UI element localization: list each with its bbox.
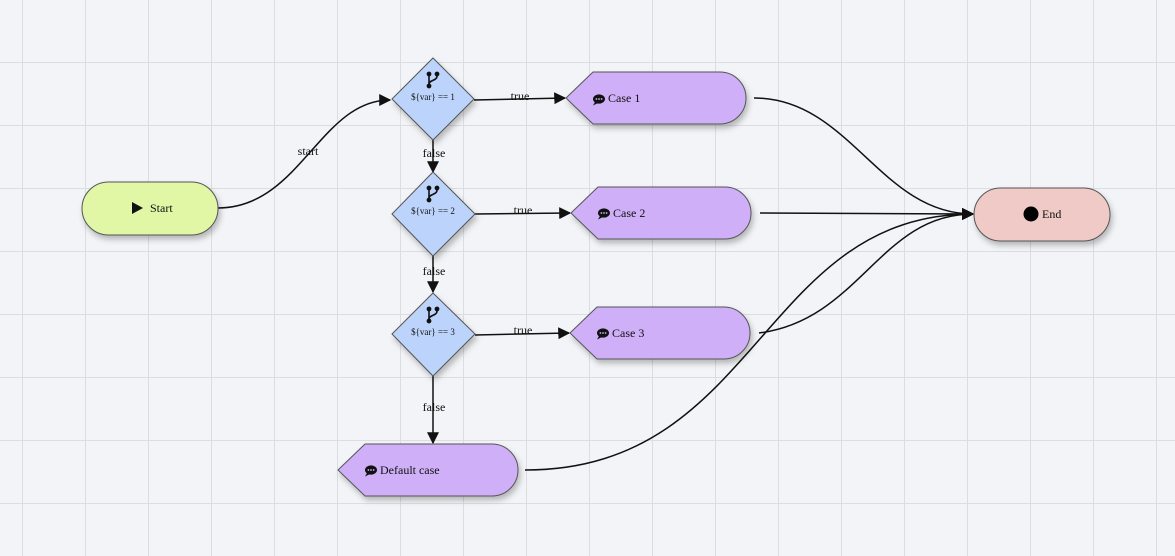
case-2-node[interactable]: Case 2 bbox=[570, 186, 752, 240]
edge-label-false-1: false bbox=[423, 146, 446, 160]
stop-dot-icon bbox=[1023, 206, 1039, 222]
condition-2-label: ${var} == 2 bbox=[411, 206, 455, 216]
condition-3-label: ${var} == 3 bbox=[411, 327, 455, 337]
edge-label-true-3: true bbox=[514, 323, 533, 337]
condition-node-3[interactable]: ${var} == 3 bbox=[391, 292, 476, 377]
edge-case3-to-end[interactable] bbox=[758, 208, 975, 334]
chat-bubble-icon bbox=[365, 465, 377, 477]
chat-bubble-icon bbox=[597, 328, 609, 340]
edge-label-false-3: false bbox=[423, 400, 446, 414]
edge-cond1-to-case1[interactable] bbox=[473, 92, 567, 105]
condition-1-label: ${var} == 1 bbox=[411, 92, 455, 102]
edge-label-true-2: true bbox=[514, 203, 533, 217]
default-case-label: Default case bbox=[380, 463, 440, 477]
end-node-label: End bbox=[1042, 207, 1061, 221]
branch-icon bbox=[426, 71, 440, 89]
edge-cond2-to-case2[interactable] bbox=[474, 207, 572, 220]
edge-case2-to-end[interactable] bbox=[759, 207, 975, 220]
case-3-label: Case 3 bbox=[612, 326, 644, 340]
edge-case1-to-end[interactable] bbox=[753, 97, 975, 220]
edge-default-to-end[interactable] bbox=[524, 208, 975, 471]
case-3-node[interactable]: Case 3 bbox=[569, 306, 751, 360]
edges-layer bbox=[217, 92, 975, 471]
edge-start-to-cond1[interactable] bbox=[217, 94, 392, 209]
default-case-node[interactable]: Default case bbox=[337, 443, 519, 497]
condition-node-1[interactable]: ${var} == 1 bbox=[391, 57, 475, 141]
edge-label-false-2: false bbox=[423, 264, 446, 278]
chat-bubble-icon bbox=[593, 94, 605, 106]
condition-node-2[interactable]: ${var} == 2 bbox=[391, 171, 476, 257]
play-icon bbox=[132, 202, 143, 214]
start-node-label: Start bbox=[150, 201, 173, 215]
edge-label-true-1: true bbox=[511, 89, 530, 103]
case-1-node[interactable]: Case 1 bbox=[565, 71, 747, 125]
edge-labels-layer: start true false true false true false bbox=[298, 89, 533, 414]
case-1-label: Case 1 bbox=[608, 91, 640, 105]
branch-icon bbox=[426, 306, 440, 324]
edge-label-start: start bbox=[298, 144, 319, 158]
chat-bubble-icon bbox=[598, 208, 610, 220]
edge-cond3-to-case3[interactable] bbox=[474, 327, 571, 340]
start-node[interactable]: Start bbox=[81, 181, 219, 236]
case-2-label: Case 2 bbox=[613, 206, 645, 220]
end-node[interactable]: End bbox=[973, 187, 1111, 242]
branch-icon bbox=[426, 185, 440, 203]
